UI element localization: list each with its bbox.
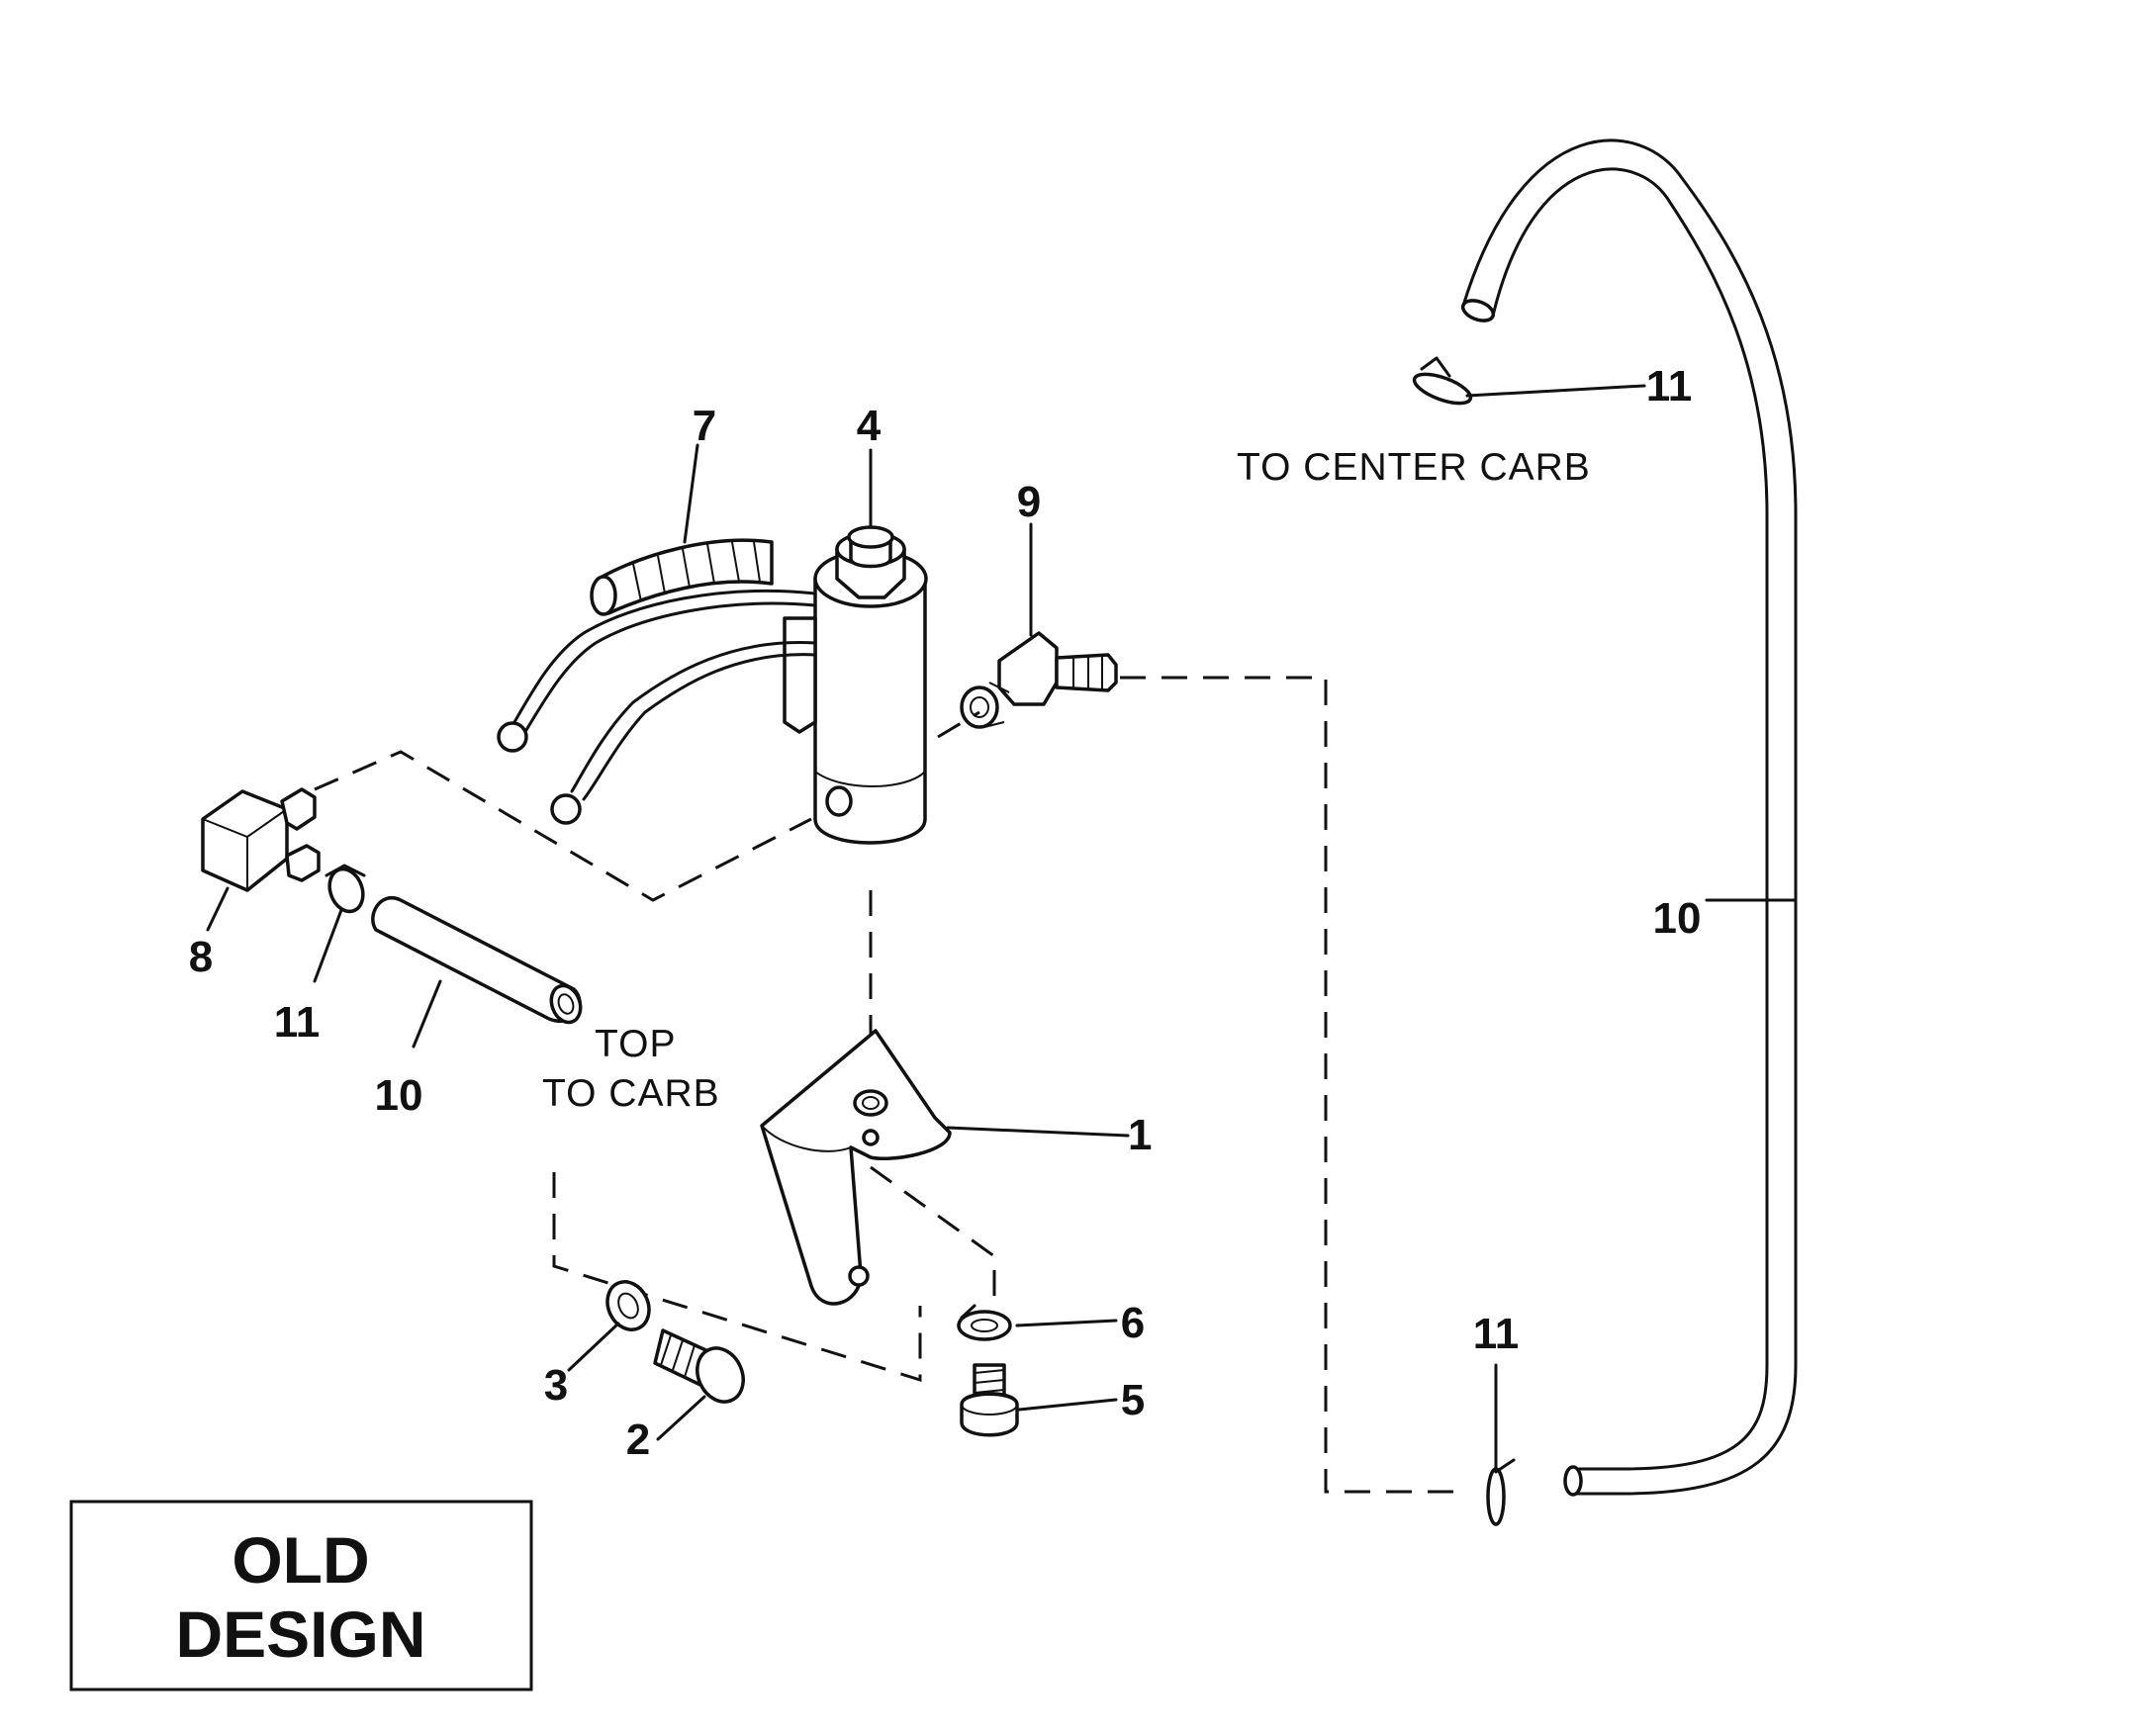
hose-clamp-bottom (1486, 1458, 1516, 1526)
design-label-line-2: DESIGN (175, 1598, 425, 1671)
part-label-1: 1 (1128, 1111, 1152, 1159)
part-label-7: 7 (693, 402, 716, 450)
hose-clamp-top (1412, 356, 1473, 406)
part-label-11-top: 11 (1646, 362, 1693, 411)
part-label-2: 2 (626, 1416, 650, 1464)
hose-clamp-left (325, 864, 366, 914)
solenoid-wires (497, 589, 817, 825)
part-label-3: 3 (544, 1361, 568, 1410)
screw-5 (960, 1363, 1019, 1437)
part-label-9: 9 (1017, 478, 1041, 526)
hardware-group-outline-right (870, 1165, 996, 1296)
long-fuel-hose (1460, 138, 1798, 1497)
lock-washer-6 (957, 1304, 1012, 1341)
part-label-5: 5 (1121, 1376, 1145, 1424)
part-numbers: 1 2 3 4 5 6 7 8 9 10 10 11 11 11 (189, 362, 1702, 1464)
short-fuel-hose (371, 896, 583, 1025)
callout-to-carb: TO CARB (542, 1072, 720, 1115)
design-label-line-1: OLD (232, 1523, 369, 1597)
part-label-4: 4 (857, 402, 882, 450)
part-label-6: 6 (1121, 1299, 1145, 1347)
screw-2 (653, 1328, 745, 1404)
connection-line-fitting-to-hose (1120, 676, 1464, 1494)
mounting-bracket (760, 1029, 952, 1306)
wire-sleeve (590, 538, 774, 616)
lock-washer-3 (605, 1280, 651, 1331)
solenoid-valve (783, 525, 928, 845)
tee-fitting (201, 787, 321, 892)
connection-line-solenoid-to-fitting (937, 710, 980, 739)
part-label-10-long: 10 (1653, 894, 1702, 943)
elbow-fitting (960, 631, 1118, 729)
design-label-box: OLD DESIGN (69, 1500, 533, 1691)
part-label-8: 8 (189, 933, 213, 981)
hardware-group-outline-left (552, 1172, 922, 1383)
callout-to-center-carb: TO CENTER CARB (1237, 446, 1591, 489)
callout-top: TOP (595, 1023, 676, 1065)
part-label-10-short: 10 (375, 1071, 423, 1120)
connection-line-tee-to-solenoid (314, 750, 812, 902)
part-label-11-bottom: 11 (1473, 1310, 1520, 1358)
part-label-11-left: 11 (274, 998, 321, 1047)
leader-lines (206, 384, 1798, 1472)
